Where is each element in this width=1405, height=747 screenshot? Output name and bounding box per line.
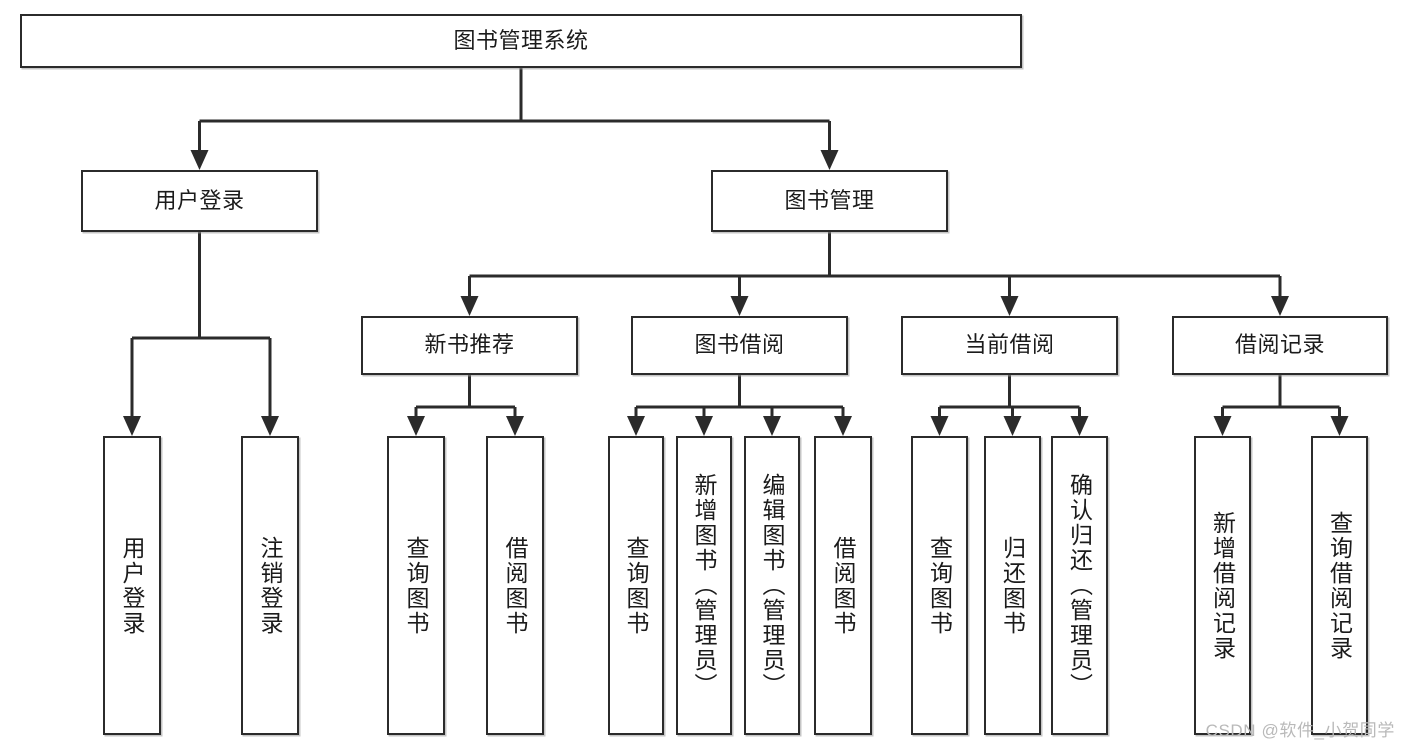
node-borrow[interactable]: 图书借阅 — [631, 316, 848, 375]
csdn-watermark: CSDN @软件_小贺同学 — [1205, 721, 1395, 740]
node-label-cu-confirm: 确认归还（管理员） — [1066, 473, 1093, 698]
node-root[interactable]: 图书管理系统 — [20, 14, 1022, 68]
node-bw-query[interactable]: 查询图书 — [608, 436, 664, 735]
node-records[interactable]: 借阅记录 — [1172, 316, 1388, 375]
node-label-userlogin: 用户登录 — [119, 535, 146, 636]
node-bookmgmt[interactable]: 图书管理 — [711, 170, 948, 232]
node-label-records: 借阅记录 — [1234, 332, 1325, 358]
node-label-logout: 注销登录 — [257, 535, 284, 636]
node-current[interactable]: 当前借阅 — [901, 316, 1118, 375]
node-label-root: 图书管理系统 — [453, 27, 589, 53]
node-label-bw-query: 查询图书 — [623, 535, 650, 636]
node-rc-add[interactable]: 新增借阅记录 — [1194, 436, 1251, 735]
node-label-rc-query: 查询借阅记录 — [1326, 510, 1353, 661]
node-bw-borrow[interactable]: 借阅图书 — [814, 436, 872, 735]
node-login[interactable]: 用户登录 — [81, 170, 318, 232]
node-label-borrow: 图书借阅 — [694, 332, 785, 358]
node-label-cu-return: 归还图书 — [999, 535, 1026, 636]
node-label-nb-borrow: 借阅图书 — [502, 535, 529, 636]
node-label-cu-query: 查询图书 — [926, 535, 953, 636]
node-cu-return[interactable]: 归还图书 — [984, 436, 1041, 735]
node-label-login: 用户登录 — [154, 187, 245, 213]
node-label-current: 当前借阅 — [964, 332, 1055, 358]
node-nb-borrow[interactable]: 借阅图书 — [486, 436, 544, 735]
node-label-bw-edit: 编辑图书（管理员） — [759, 473, 786, 698]
node-label-bookmgmt: 图书管理 — [784, 187, 875, 213]
node-label-rc-add: 新增借阅记录 — [1209, 510, 1236, 661]
node-cu-confirm[interactable]: 确认归还（管理员） — [1051, 436, 1108, 735]
node-bw-add[interactable]: 新增图书（管理员） — [676, 436, 732, 735]
node-label-bw-add: 新增图书（管理员） — [691, 473, 718, 698]
node-label-nb-query: 查询图书 — [403, 535, 430, 636]
node-newbook[interactable]: 新书推荐 — [361, 316, 578, 375]
node-bw-edit[interactable]: 编辑图书（管理员） — [744, 436, 800, 735]
node-userlogin[interactable]: 用户登录 — [103, 436, 161, 735]
node-logout[interactable]: 注销登录 — [241, 436, 299, 735]
node-cu-query[interactable]: 查询图书 — [911, 436, 968, 735]
node-nb-query[interactable]: 查询图书 — [387, 436, 445, 735]
node-rc-query[interactable]: 查询借阅记录 — [1311, 436, 1368, 735]
node-label-bw-borrow: 借阅图书 — [830, 535, 857, 636]
node-label-newbook: 新书推荐 — [424, 332, 515, 358]
